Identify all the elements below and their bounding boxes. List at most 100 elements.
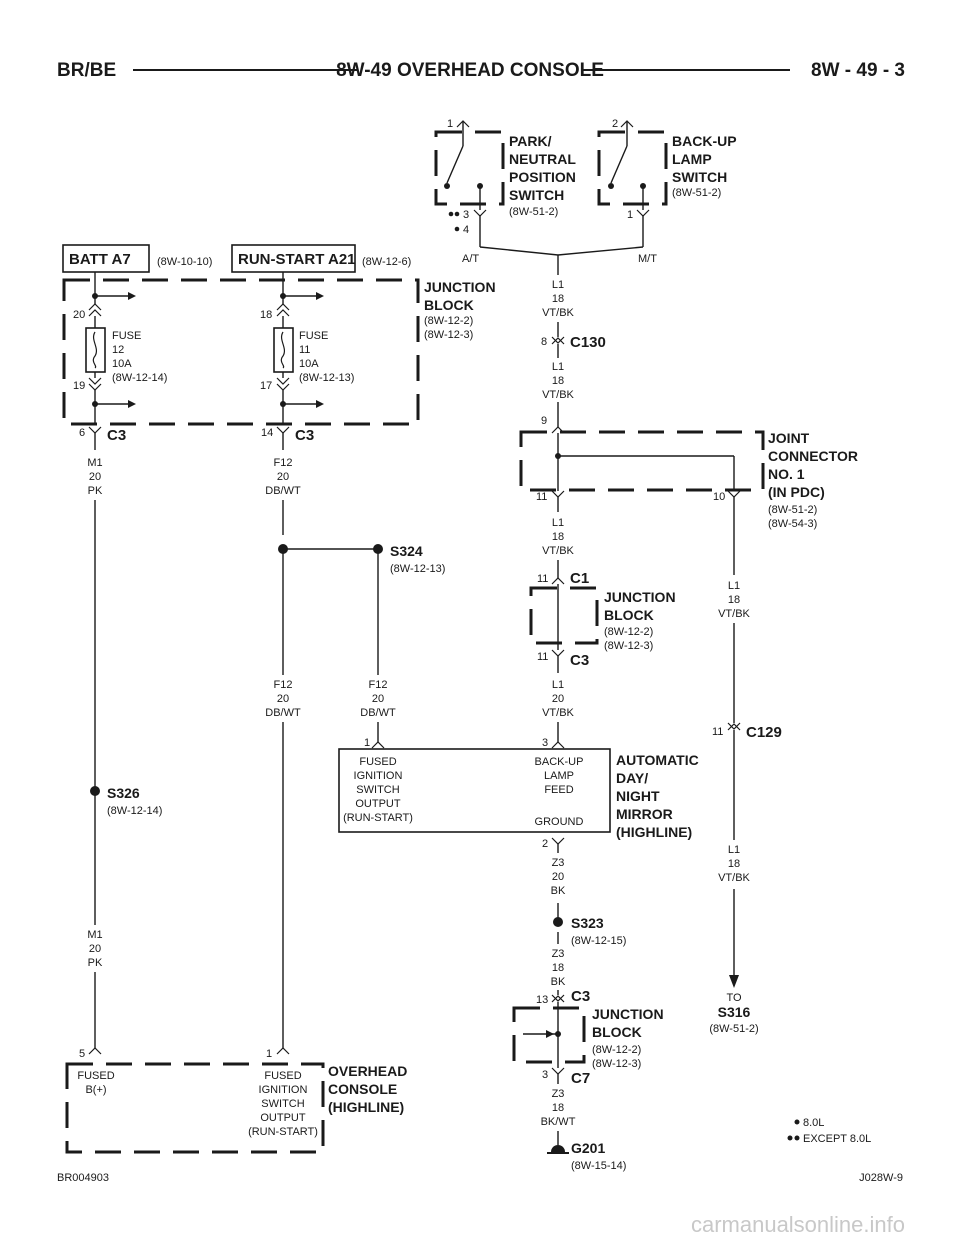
- mirror-left-3: SWITCH: [356, 784, 399, 796]
- wire-z3-a-1: Z3: [552, 857, 565, 869]
- console-left-1: FUSED: [77, 1070, 114, 1082]
- fuse11-pin-in: 18: [260, 309, 272, 321]
- wire-f12-b-2: 20: [372, 693, 384, 705]
- wire-l1-right2-3: VT/BK: [718, 872, 750, 884]
- page-header: BR/BE 8W-49 OVERHEAD CONSOLE 8W - 49 - 3: [57, 60, 905, 81]
- mt-label: M/T: [638, 253, 657, 265]
- wire-f12-top-3: DB/WT: [265, 485, 301, 497]
- backup-label-1: BACK-UP: [672, 133, 737, 149]
- batt-label: BATT A7: [69, 251, 131, 268]
- legend-double: EXCEPT 8.0L: [803, 1133, 871, 1145]
- joint-connector: 9 11 10 JOINT CONNECTOR NO. 1 (IN PDC) (…: [519, 415, 858, 578]
- wire-l1-b-3: VT/BK: [542, 389, 574, 401]
- jb-mid-label-1: JUNCTION: [604, 589, 676, 605]
- console-label-2: CONSOLE: [328, 1081, 397, 1097]
- joint-label-3: NO. 1: [768, 466, 805, 482]
- at-label: A/T: [462, 253, 479, 265]
- wire-l1-c-1: L1: [552, 517, 564, 529]
- console-right-3: SWITCH: [261, 1098, 304, 1110]
- junction-block-bot: 3 C7 JUNCTION BLOCK (8W-12-2) (8W-12-3) …: [512, 1002, 664, 1145]
- wire-l1-a-2: 18: [552, 293, 564, 305]
- fuse12-ref: (8W-12-14): [112, 372, 167, 384]
- joint-pin-top: 9: [541, 415, 547, 427]
- wire-m1-bot-2: 20: [89, 943, 101, 955]
- g201-ref: (8W-15-14): [571, 1160, 626, 1172]
- jb-top-ref-2: (8W-12-3): [424, 329, 473, 341]
- fuse12-pin-out: 19: [73, 380, 85, 392]
- console-right-2: IGNITION: [259, 1084, 308, 1096]
- joint-label-1: JOINT: [768, 430, 810, 446]
- jb-bot-label-2: BLOCK: [592, 1024, 642, 1040]
- joint-ref-2: (8W-54-3): [768, 518, 817, 530]
- s323-label: S323: [571, 915, 604, 931]
- fuse11-number: 11: [299, 344, 310, 356]
- mirror-pin-3: 3: [542, 737, 548, 749]
- console-label-3: (HIGHLINE): [328, 1099, 404, 1115]
- wire-m1-bot-3: PK: [88, 957, 103, 969]
- wire-l1-d-3: VT/BK: [542, 707, 574, 719]
- run-start-label: RUN-START A21: [238, 251, 356, 268]
- s324-ref: (8W-12-13): [390, 563, 445, 575]
- junction-block-top: JUNCTION BLOCK (8W-12-2) (8W-12-3) 20 FU…: [62, 272, 496, 426]
- console-label-1: OVERHEAD: [328, 1063, 407, 1079]
- wire-l1-right2-1: L1: [728, 844, 740, 856]
- wire-z3-b-2: 18: [552, 962, 564, 974]
- s324-label: S324: [390, 543, 423, 559]
- wire-z3-b-3: BK: [551, 976, 566, 988]
- c3-mid-label: C3: [295, 427, 314, 444]
- page-footer: BR004903 J028W-9 carmanualsonline.info: [57, 1172, 905, 1237]
- junction-block-mid: 11 C1 11 C3 JUNCTION BLOCK (8W-12-2) (8W…: [529, 570, 676, 749]
- m1-wire-path: S326 (8W-12-14) M1 20 PK: [87, 500, 162, 1055]
- console-left-2: B(+): [85, 1084, 106, 1096]
- wire-z3-c-1: Z3: [552, 1088, 565, 1100]
- f12-wire-path: S324 (8W-12-13) F12 20 DB/WT F12 20 DB/W…: [265, 500, 445, 1055]
- console-right-4: OUTPUT: [260, 1112, 306, 1124]
- jb-mid-pin-top: 11: [537, 573, 548, 585]
- wire-m1-top-3: PK: [88, 485, 103, 497]
- to-s316-ref: (8W-51-2): [709, 1023, 758, 1035]
- wire-l1-a-3: VT/BK: [542, 307, 574, 319]
- mirror-left-5: (RUN-START): [343, 812, 413, 824]
- wire-l1-a-1: L1: [552, 279, 564, 291]
- header-right: 8W - 49 - 3: [811, 60, 905, 81]
- auto-dimming-mirror: FUSED IGNITION SWITCH OUTPUT (RUN-START)…: [338, 748, 699, 850]
- jb-bot-c-top: C3: [571, 988, 590, 1005]
- joint-pin-right: 10: [713, 491, 725, 503]
- wire-z3-c-2: 18: [552, 1102, 564, 1114]
- wire-f12-a-3: DB/WT: [265, 707, 301, 719]
- wire-l1-right-2: 18: [728, 594, 740, 606]
- pnp-pin-3: 3: [463, 209, 469, 221]
- mirror-ground: GROUND: [535, 816, 584, 828]
- console-right-1: FUSED: [264, 1070, 301, 1082]
- mirror-label-4: MIRROR: [616, 806, 673, 822]
- backup-ref: (8W-51-2): [672, 187, 721, 199]
- wire-z3-a-2: 20: [552, 871, 564, 883]
- wire-l1-b-2: 18: [552, 375, 564, 387]
- wire-f12-top-1: F12: [274, 457, 293, 469]
- wire-f12-a-1: F12: [274, 679, 293, 691]
- c130-pin: 8: [541, 336, 547, 348]
- wire-l1-d-2: 20: [552, 693, 564, 705]
- c130-label: C130: [570, 334, 606, 351]
- wire-f12-b-3: DB/WT: [360, 707, 396, 719]
- wire-l1-d-1: L1: [552, 679, 564, 691]
- joint-pin-left: 11: [536, 491, 547, 503]
- s326-ref: (8W-12-14): [107, 805, 162, 817]
- wire-l1-c-3: VT/BK: [542, 545, 574, 557]
- jb-bot-ref-1: (8W-12-2): [592, 1044, 641, 1056]
- mirror-right-1: BACK-UP: [535, 756, 584, 768]
- wire-m1-top-1: M1: [87, 457, 102, 469]
- g201-label: G201: [571, 1140, 605, 1156]
- jb-mid-label-2: BLOCK: [604, 607, 654, 623]
- mirror-right-2: LAMP: [544, 770, 574, 782]
- batt-ref: (8W-10-10): [157, 256, 212, 268]
- wire-l1-c-2: 18: [552, 531, 564, 543]
- c129-label: C129: [746, 724, 782, 741]
- fuse12-rating: 10A: [112, 358, 132, 370]
- s326-label: S326: [107, 785, 140, 801]
- fuse11-pin-out: 17: [260, 380, 272, 392]
- fuse12-label: FUSE: [112, 330, 141, 342]
- mirror-left-1: FUSED: [359, 756, 396, 768]
- wire-f12-b-1: F12: [369, 679, 388, 691]
